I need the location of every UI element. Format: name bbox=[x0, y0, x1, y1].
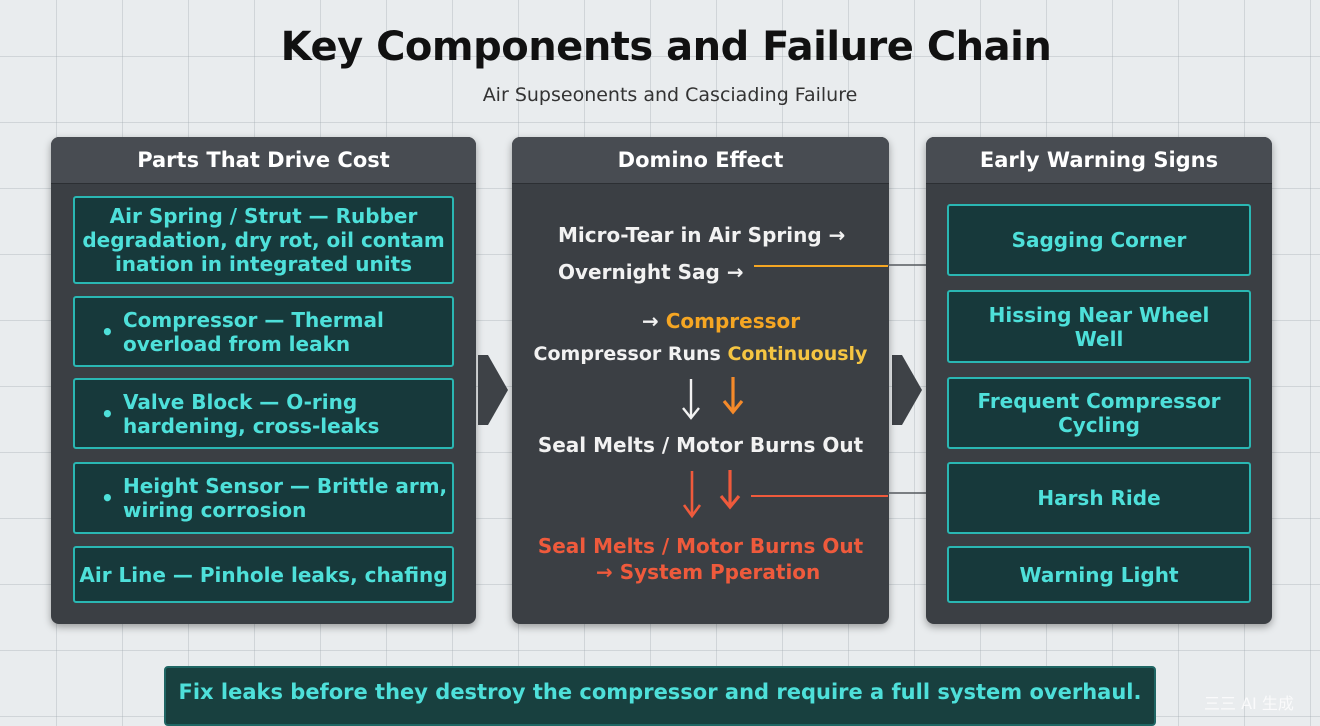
chain-step-runs-continuously: Compressor Runs Continuously bbox=[512, 343, 889, 365]
chain-step-micro-tear: Micro-Tear in Air Spring → bbox=[558, 223, 846, 247]
page-title: Key Components and Failure Chain bbox=[280, 24, 1052, 70]
part-card-valve-block: • Valve Block — O-ring hardening, cross-… bbox=[73, 378, 454, 449]
page-subtitle: Air Supseonents and Casciading Failure bbox=[482, 84, 858, 106]
part-card-air-spring: Air Spring / Strut — Rubber degradation,… bbox=[73, 196, 454, 284]
chain-step-continuously-label: Continuously bbox=[727, 343, 868, 365]
part-line: overload from leakn bbox=[123, 331, 351, 356]
arrow-down-icon bbox=[682, 471, 702, 519]
footer-banner: Fix leaks before they destroy the compre… bbox=[164, 666, 1156, 726]
chevron-right-icon bbox=[892, 355, 922, 425]
warning-line: Cycling bbox=[1058, 413, 1140, 437]
part-line: degradation, dry rot, oil contam bbox=[82, 228, 445, 252]
chevron-right-icon bbox=[478, 355, 508, 425]
part-card-air-line: Air Line — Pinhole leaks, chafing bbox=[73, 546, 454, 603]
part-line: Height Sensor — Brittle arm, bbox=[123, 474, 448, 498]
chain-step-seal-melts: Seal Melts / Motor Burns Out bbox=[537, 433, 864, 457]
part-card-compressor: • Compressor — Thermal overload from lea… bbox=[73, 296, 454, 367]
bullet-icon: • bbox=[101, 401, 114, 426]
bullet-icon: • bbox=[101, 319, 114, 344]
warning-card-sagging-corner: Sagging Corner bbox=[947, 204, 1251, 276]
warning-line: Warning Light bbox=[1019, 562, 1179, 587]
arrow-down-icon bbox=[682, 379, 700, 420]
part-line: ination in integrated units bbox=[114, 252, 413, 276]
warning-card-hissing: Hissing Near Wheel Well bbox=[947, 290, 1251, 363]
warning-panel: Early Warning Signs Sagging Corner Hissi… bbox=[926, 137, 1272, 624]
part-line: wiring corrosion bbox=[123, 498, 307, 522]
part-line: Compressor — Thermal bbox=[123, 307, 384, 332]
warning-line: Sagging Corner bbox=[1011, 228, 1187, 252]
part-line: Air Spring / Strut — Rubber bbox=[109, 204, 418, 228]
chain-step-failure: Seal Melts / Motor Burns Out bbox=[537, 534, 864, 558]
warning-line: Well bbox=[1074, 326, 1124, 351]
arrow-down-icon bbox=[719, 470, 741, 510]
chain-step-system-failure: → System Pperation bbox=[596, 560, 821, 584]
chain-arrow: → bbox=[642, 309, 666, 333]
part-line: hardening, cross-leaks bbox=[123, 413, 380, 438]
warning-line: Harsh Ride bbox=[1037, 486, 1161, 510]
parts-panel: Parts That Drive Cost Air Spring / Strut… bbox=[51, 137, 476, 624]
bullet-icon: • bbox=[101, 486, 114, 510]
parts-panel-title: Parts That Drive Cost bbox=[51, 137, 476, 184]
chain-step-runs-label: Compressor Runs bbox=[533, 343, 728, 365]
footer-text: Fix leaks before they destroy the compre… bbox=[178, 680, 1142, 704]
watermark: 三三 AI 生成 bbox=[1204, 694, 1294, 713]
part-line: Air Line — Pinhole leaks, chafing bbox=[79, 562, 448, 587]
chain-step-overnight-sag: Overnight Sag → bbox=[558, 260, 744, 284]
chain-step-compressor-label: Compressor bbox=[665, 309, 801, 333]
connector-line bbox=[751, 264, 927, 497]
warning-card-harsh-ride: Harsh Ride bbox=[947, 462, 1251, 534]
part-line: Valve Block — O-ring bbox=[123, 389, 358, 414]
chain-step-compressor: → Compressor bbox=[512, 309, 889, 333]
arrow-down-icon bbox=[722, 377, 744, 415]
warning-card-warning-light: Warning Light bbox=[947, 546, 1251, 603]
warning-line: Frequent Compressor bbox=[977, 389, 1221, 413]
domino-panel: Domino Effect Micro-Tear in Air Spring →… bbox=[512, 137, 889, 624]
warning-line: Hissing Near Wheel bbox=[988, 302, 1210, 327]
domino-panel-title: Domino Effect bbox=[512, 137, 889, 184]
warning-card-compressor-cycling: Frequent Compressor Cycling bbox=[947, 377, 1251, 449]
warning-panel-title: Early Warning Signs bbox=[926, 137, 1272, 184]
part-card-height-sensor: • Height Sensor — Brittle arm, wiring co… bbox=[73, 462, 454, 534]
